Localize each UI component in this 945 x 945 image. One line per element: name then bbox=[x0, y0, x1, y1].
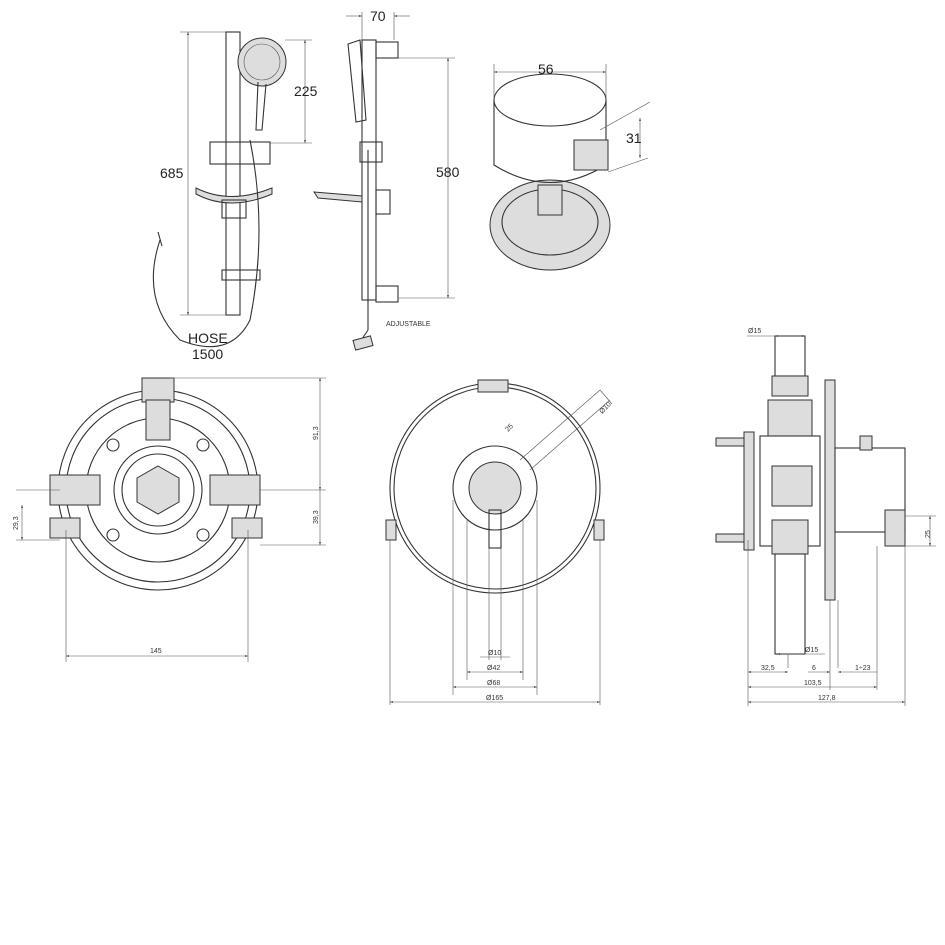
dim-70: 70 bbox=[370, 8, 386, 24]
dim-39-3: 39,3 bbox=[313, 510, 320, 524]
dim-d165: Ø165 bbox=[486, 695, 503, 702]
dim-lever-d10: Ø10 bbox=[598, 401, 612, 415]
dim-580: 580 bbox=[436, 164, 460, 180]
shower-kit-front-view: 685 225 HOSE 1500 bbox=[152, 31, 318, 362]
hose-label: HOSE bbox=[188, 330, 228, 346]
dim-91-3: 91,3 bbox=[313, 426, 320, 440]
wall-outlet-view: 56 31 bbox=[489, 61, 651, 271]
dim-6: 6 bbox=[812, 665, 816, 672]
valve-front-view: 25 Ø10 Ø10 Ø42 Ø68 Ø165 bbox=[385, 379, 613, 705]
dim-25: 25 bbox=[925, 530, 932, 538]
valve-back-view: 91,3 39,3 29,3 145 bbox=[13, 377, 326, 662]
hose-length: 1500 bbox=[192, 346, 223, 362]
dim-d68: Ø68 bbox=[487, 680, 500, 687]
adjustable-label: ADJUSTABLE bbox=[386, 321, 431, 328]
dim-103-5: 103,5 bbox=[804, 680, 822, 687]
dim-145: 145 bbox=[150, 648, 162, 655]
dim-pipe-bottom-d15: Ø15 bbox=[805, 647, 818, 654]
dim-pipe-top-d15: Ø15 bbox=[748, 328, 761, 335]
dim-d42: Ø42 bbox=[487, 665, 500, 672]
dim-1-23: 1÷23 bbox=[855, 665, 871, 672]
dim-d10: Ø10 bbox=[488, 650, 501, 657]
shower-kit-side-view: 70 580 ADJUSTABLE bbox=[313, 8, 460, 351]
dim-lever-25: 25 bbox=[504, 423, 515, 434]
valve-side-view: Ø15 25 Ø15 32,5 6 1÷23 103,5 127,8 bbox=[715, 328, 936, 706]
dim-32-5: 32,5 bbox=[761, 665, 775, 672]
dim-127-8: 127,8 bbox=[818, 695, 836, 702]
dim-56: 56 bbox=[538, 61, 554, 77]
dim-225: 225 bbox=[294, 83, 318, 99]
dim-31: 31 bbox=[626, 130, 642, 146]
dim-685: 685 bbox=[160, 165, 184, 181]
dim-29-3: 29,3 bbox=[13, 516, 20, 530]
